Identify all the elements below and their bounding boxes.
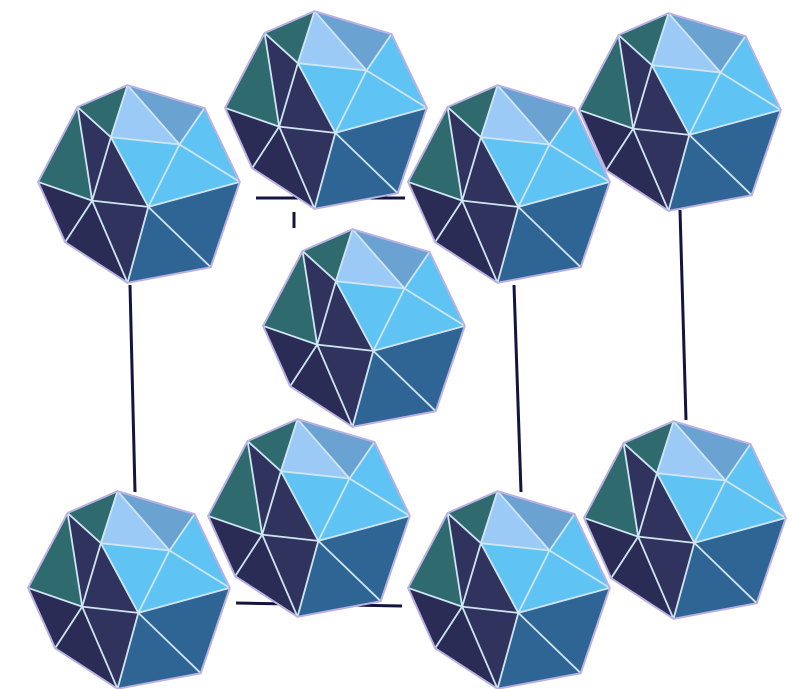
icosahedron-front-top-right	[408, 85, 610, 283]
cell-edge-front-left	[130, 285, 135, 492]
icosahedron-front-top-left	[38, 85, 240, 283]
icosahedron-back-bottom-left	[208, 419, 410, 617]
cell-edge-front-right	[514, 285, 521, 492]
icosahedron-front-bottom-left	[28, 491, 230, 689]
icosahedron-back-bottom-right	[584, 421, 786, 619]
icosahedron-center	[263, 229, 465, 427]
icosahedron-front-bottom-right	[408, 491, 610, 689]
cell-edge-back-right	[680, 210, 686, 420]
icosahedron-back-top-left	[225, 11, 427, 209]
